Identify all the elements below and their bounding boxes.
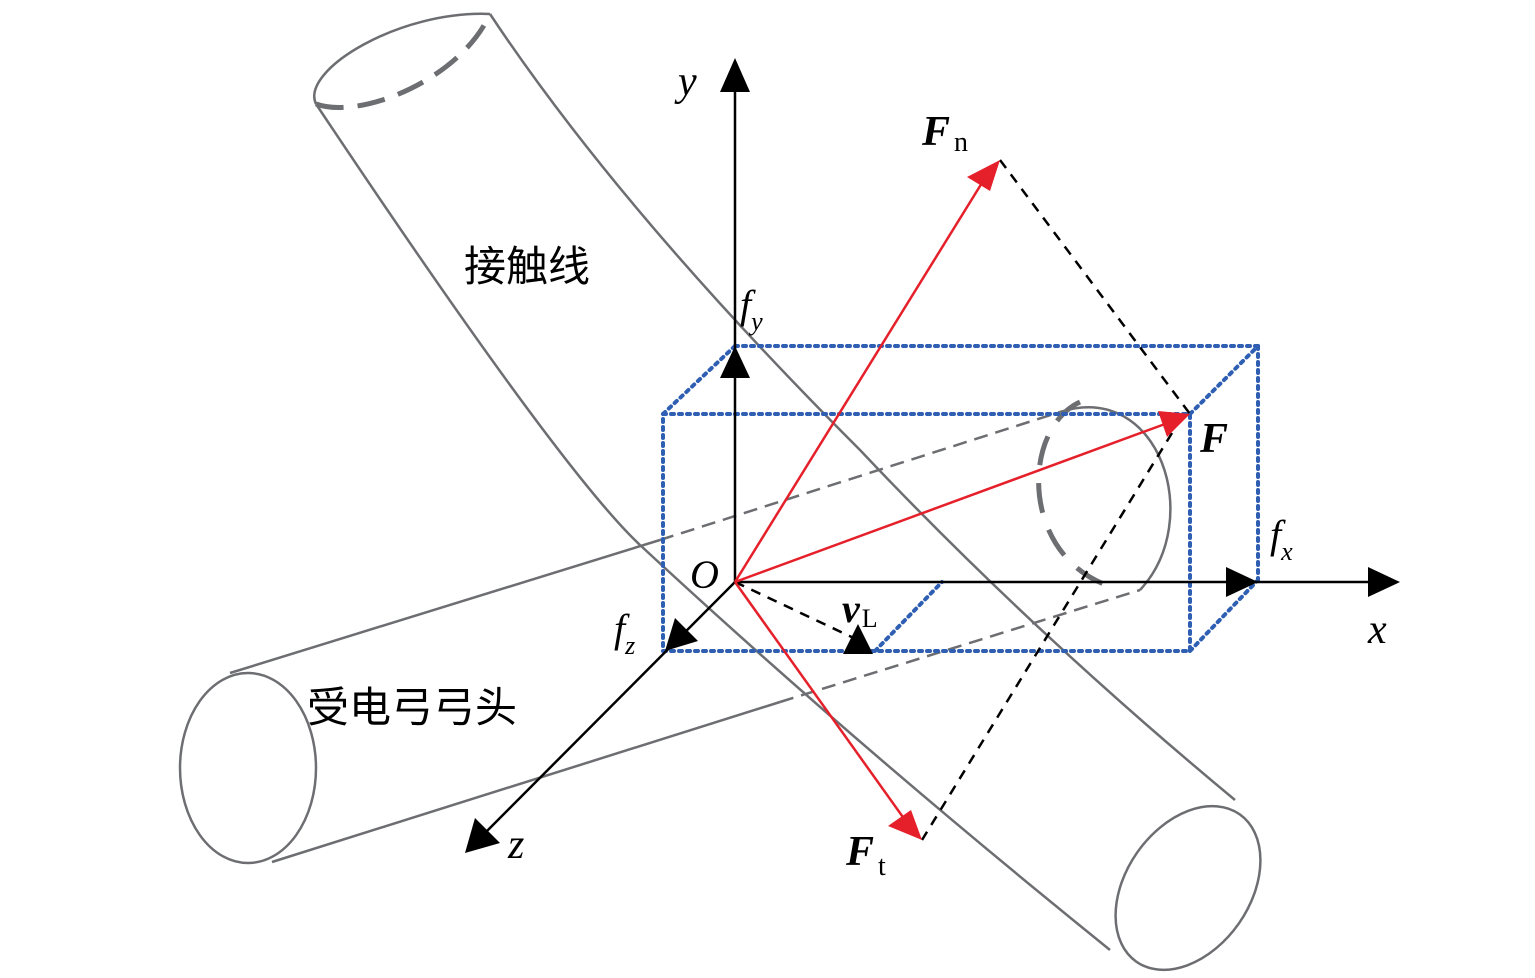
f-to-ft-projection xyxy=(920,432,1174,841)
pantograph-head-right-cap-back xyxy=(1036,399,1116,591)
force-component-box xyxy=(661,344,1260,653)
z-axis-arrowhead xyxy=(465,818,500,853)
pantograph-head-top-edge xyxy=(229,538,661,675)
label-fy-sub: y xyxy=(748,307,763,336)
pantograph-head-left-cap xyxy=(178,671,318,865)
pantograph-head-bottom-edge xyxy=(271,700,781,864)
fx-arrowhead xyxy=(1226,567,1258,597)
label-Fn-main: F xyxy=(921,109,950,155)
label-Ft-sub: t xyxy=(878,851,886,882)
label-origin: O xyxy=(690,552,719,597)
pantograph-head-right-cap-front xyxy=(1059,406,1172,591)
vector-ft-arrowhead xyxy=(888,810,922,840)
contact-wire-right-edge xyxy=(488,13,1236,801)
force-vectors xyxy=(733,160,1190,840)
label-axis-y: y xyxy=(674,59,697,105)
vector-fn-line xyxy=(733,177,987,583)
label-contact-wire: 接触线 xyxy=(464,242,590,291)
contact-wire-left-edge xyxy=(314,103,1111,951)
label-fx-sub: x xyxy=(1280,537,1293,566)
label-F: F xyxy=(1199,416,1228,462)
label-Fn-sub: n xyxy=(954,127,968,158)
label-vL-sub: L xyxy=(862,604,878,633)
fz-arrowhead xyxy=(665,618,698,651)
label-Ft-main: F xyxy=(845,829,874,875)
contact-wire-bottom-cap xyxy=(1114,804,1262,972)
label-axis-z: z xyxy=(507,822,524,868)
pantograph-head-top-edge-hidden xyxy=(659,410,1061,542)
box-bottom-right-depth xyxy=(1188,578,1260,653)
y-axis-arrowhead xyxy=(720,58,750,92)
label-axis-x: x xyxy=(1367,607,1387,653)
fn-to-f-projection xyxy=(998,159,1192,415)
contact-wire-top-cap-front xyxy=(313,12,491,105)
coordinate-axes xyxy=(465,58,1400,853)
label-fz-sub: z xyxy=(624,631,635,660)
o-to-vl-dashed xyxy=(734,580,859,642)
z-axis-line xyxy=(481,581,736,837)
pantograph-head-cylinder xyxy=(178,399,1172,865)
contact-wire-cylinder xyxy=(313,12,1262,972)
projection-lines xyxy=(734,159,1192,841)
vector-fn-arrowhead xyxy=(967,160,1000,191)
label-vL: vL xyxy=(842,586,878,633)
label-fz: fz xyxy=(614,606,635,660)
vector-ft-line xyxy=(733,581,907,821)
contact-wire-top-cap-back xyxy=(315,12,493,110)
label-pantograph-head: 受电弓弓头 xyxy=(307,683,517,732)
x-axis-arrowhead xyxy=(1368,567,1400,597)
vector-f-arrowhead xyxy=(1158,411,1190,437)
pantograph-head-bottom-edge-hidden xyxy=(779,588,1141,704)
label-fx: fx xyxy=(1270,512,1293,566)
label-vL-main: v xyxy=(842,586,861,631)
box-vl-diagonal xyxy=(873,580,944,653)
box-top-left-depth xyxy=(661,344,737,416)
box-top-right-depth xyxy=(1188,344,1260,416)
box-front-face xyxy=(661,412,1192,653)
fy-arrowhead xyxy=(720,346,750,378)
vector-f-line xyxy=(734,422,1166,584)
